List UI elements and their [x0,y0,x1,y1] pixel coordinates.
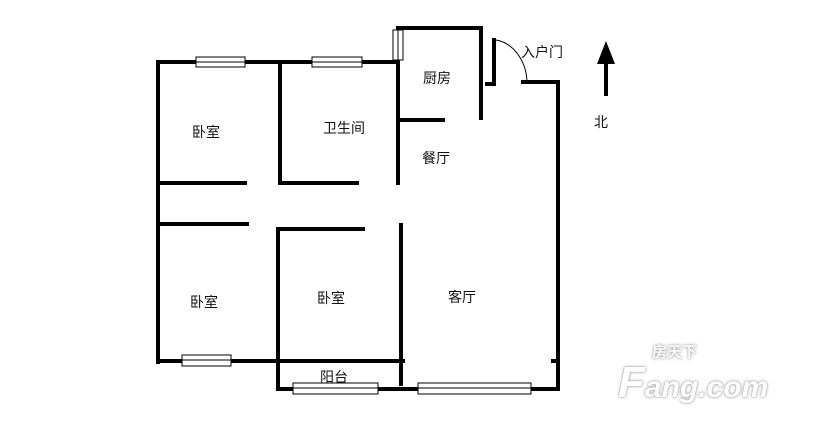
room-label-balcony: 阳台 [320,370,348,386]
room-label-bedroom: 卧室 [192,125,220,141]
north-arrow-icon [597,41,615,96]
room-label-bathroom: 卫生间 [323,121,365,137]
door-swing-arc [495,39,528,85]
room-label-bedroom: 卧室 [190,295,218,311]
north-label: 北 [594,115,608,131]
watermark-logo: 房天下 Fang.com [618,344,768,415]
room-label-living-room: 客厅 [448,290,476,306]
watermark-brand: Fang.com [618,358,769,407]
entrance-door-label: 入户门 [521,45,563,61]
watermark-chinese: 房天下 [652,344,698,361]
room-label-dining: 餐厅 [422,151,450,167]
room-label-bedroom: 卧室 [317,291,345,307]
room-label-kitchen: 厨房 [423,71,451,87]
